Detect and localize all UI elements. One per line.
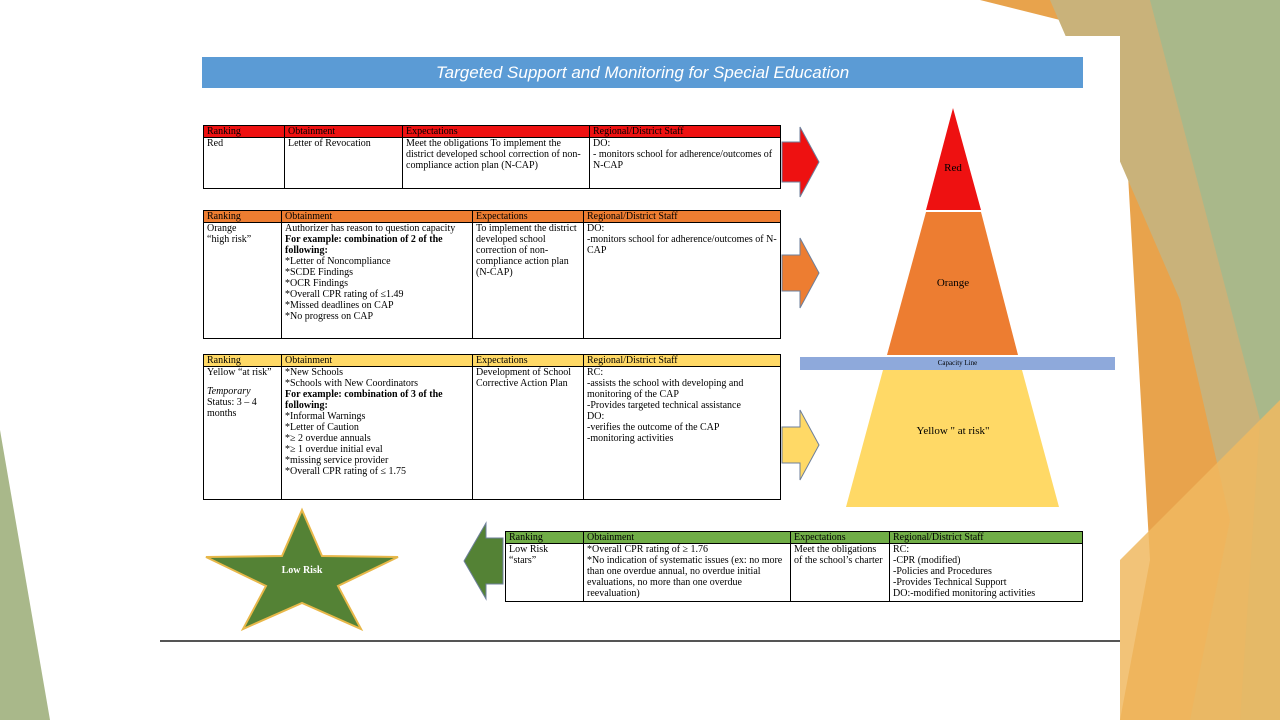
green-obtainment-cell: *Overall CPR rating of ≥ 1.76 *No indica…	[583, 543, 791, 602]
yellow-obtainment-criteria: For example: combination of 3 of the fol…	[285, 389, 443, 411]
yellow-obtainment-list: *Informal Warnings *Letter of Caution *≥…	[285, 411, 407, 477]
yellow-obtainment-intro: *New Schools *Schools with New Coordinat…	[285, 367, 419, 389]
orange-obtainment-criteria: For example: combination of 2 of the fol…	[285, 234, 443, 256]
pyramid-red-segment	[926, 108, 981, 210]
yellow-ranking-cell: Yellow “at risk” Temporary Status: 3 – 4…	[203, 366, 282, 500]
header-expectations: Expectations	[402, 125, 590, 138]
orange-obtainment-list: *Letter of Noncompliance *SCDE Findings …	[285, 256, 404, 322]
header-expectations: Expectations	[790, 531, 890, 544]
orange-obtainment-intro: Authorizer has reason to question capaci…	[285, 223, 456, 234]
header-ranking: Ranking	[203, 210, 282, 223]
green-ranking-cell: Low Risk “stars”	[505, 543, 584, 602]
star-label: Low Risk	[281, 565, 323, 576]
yellow-status-label: Status: 3 – 4 months	[207, 397, 257, 419]
header-obtainment: Obtainment	[583, 531, 791, 544]
header-ranking: Ranking	[505, 531, 584, 544]
yellow-staff-cell: RC: -assists the school with developing …	[583, 366, 781, 500]
red-obtainment-cell: Letter of Revocation	[284, 137, 403, 189]
header-obtainment: Obtainment	[284, 125, 403, 138]
orange-expectations-cell: To implement the district developed scho…	[472, 222, 584, 339]
red-ranking-cell: Red	[203, 137, 285, 189]
header-obtainment: Obtainment	[281, 354, 473, 367]
header-staff: Regional/District Staff	[583, 210, 781, 223]
green-staff-cell: RC: -CPR (modified) -Policies and Proced…	[889, 543, 1083, 602]
orange-obtainment-cell: Authorizer has reason to question capaci…	[281, 222, 473, 339]
pyramid-red-label: Red	[944, 162, 962, 174]
green-expectations-cell: Meet the obligations of the school’s cha…	[790, 543, 890, 602]
header-staff: Regional/District Staff	[583, 354, 781, 367]
slide-title: Targeted Support and Monitoring for Spec…	[202, 57, 1083, 88]
yellow-obtainment-cell: *New Schools *Schools with New Coordinat…	[281, 366, 473, 500]
red-staff-cell: DO: - monitors school for adherence/outc…	[589, 137, 781, 189]
slide-bottom-rule	[160, 640, 1120, 642]
orange-ranking-table: Ranking Obtainment Expectations Regional…	[203, 210, 781, 339]
pyramid-orange-label: Orange	[936, 277, 970, 289]
yellow-arrow	[781, 409, 820, 481]
yellow-temporary-label: Temporary	[207, 386, 251, 397]
low-risk-star	[205, 507, 399, 632]
pyramid-yellow-segment	[846, 370, 1059, 507]
red-arrow	[781, 126, 820, 198]
orange-ranking-cell: Orange “high risk”	[203, 222, 282, 339]
green-ranking-table: Ranking Obtainment Expectations Regional…	[505, 531, 1083, 602]
red-ranking-table: Ranking Obtainment Expectations Regional…	[203, 125, 781, 189]
orange-staff-cell: DO: -monitors school for adherence/outco…	[583, 222, 781, 339]
capacity-line: Capacity Line	[800, 357, 1115, 370]
orange-arrow	[781, 237, 820, 309]
pyramid-yellow-label: Yellow " at risk"	[916, 425, 990, 437]
green-arrow	[463, 521, 504, 601]
pyramid-orange-segment	[887, 212, 1018, 355]
yellow-ranking-label: Yellow “at risk”	[207, 367, 272, 378]
yellow-ranking-table: Ranking Obtainment Expectations Regional…	[203, 354, 781, 500]
